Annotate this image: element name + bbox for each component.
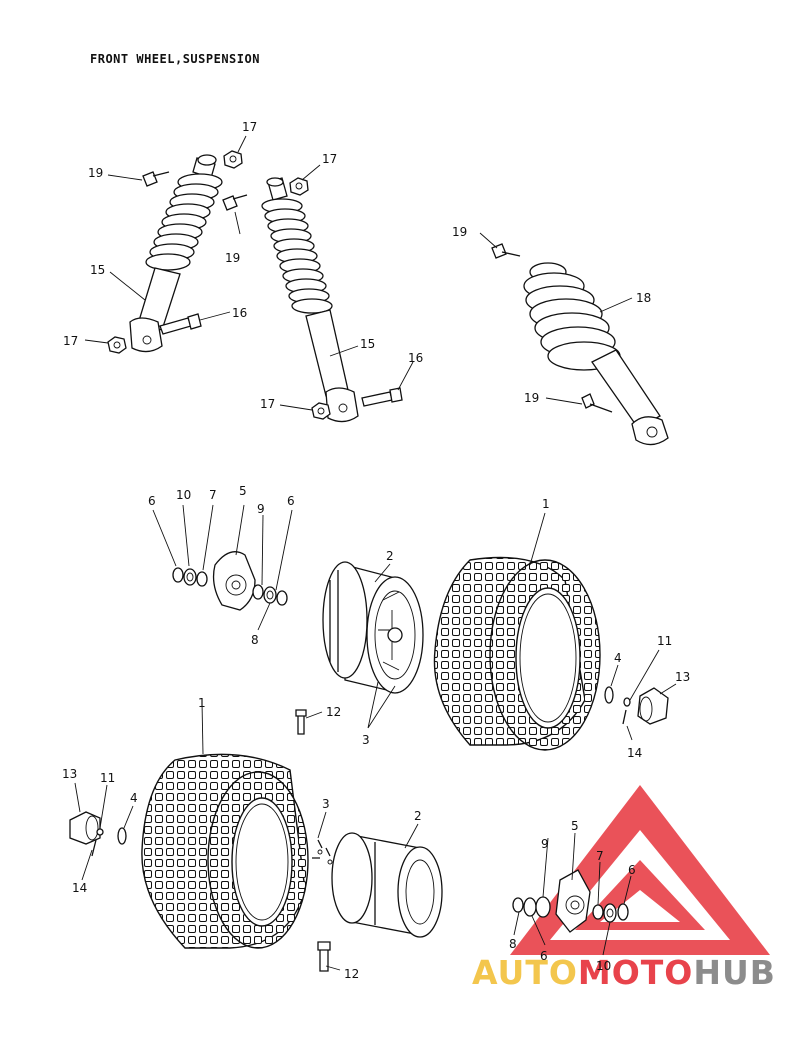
callout-4: 4	[614, 651, 622, 665]
callout-7: 7	[596, 849, 604, 863]
svg-text:AUTOMOTOHUB: AUTOMOTOHUB	[472, 953, 776, 992]
callout-16: 16	[232, 306, 247, 320]
callout-16: 16	[408, 351, 423, 365]
callout-1: 1	[542, 497, 550, 511]
callout-19: 19	[88, 166, 103, 180]
callout-11: 11	[657, 634, 672, 648]
small-bolts	[295, 709, 333, 972]
callout-12: 12	[326, 705, 341, 719]
callout-6: 6	[628, 863, 636, 877]
shock-absorber-right	[523, 262, 669, 446]
callout-3: 3	[362, 733, 370, 747]
leader-lines	[74, 135, 677, 971]
callout-5: 5	[571, 819, 579, 833]
callout-9: 9	[257, 502, 265, 516]
brand-logo: AUTOMOTOHUB	[472, 785, 776, 992]
tire-upper	[433, 556, 601, 751]
callout-15: 15	[360, 337, 375, 351]
callout-19: 19	[225, 251, 240, 265]
callout-6: 6	[287, 494, 295, 508]
callout-6: 6	[540, 949, 548, 963]
callout-19: 19	[524, 391, 539, 405]
callout-17: 17	[322, 152, 337, 166]
rim-upper	[322, 561, 424, 694]
callout-17: 17	[242, 120, 257, 134]
callout-labels: 17 17 19 19 15 16 17 19 18 15 16 17 19 6…	[62, 120, 690, 981]
callout-13: 13	[675, 670, 690, 684]
hub-assembly-lower	[512, 869, 629, 933]
callout-9: 9	[541, 837, 549, 851]
brand-auto: AUTO	[472, 953, 578, 992]
callout-13: 13	[62, 767, 77, 781]
callout-2: 2	[386, 549, 394, 563]
shock-fasteners	[107, 150, 613, 420]
callout-17: 17	[63, 334, 78, 348]
callout-14: 14	[72, 881, 87, 895]
callout-12: 12	[344, 967, 359, 981]
callout-6: 6	[148, 494, 156, 508]
callout-5: 5	[239, 484, 247, 498]
callout-14: 14	[627, 746, 642, 760]
callout-4: 4	[130, 791, 138, 805]
callout-7: 7	[209, 488, 217, 502]
callout-11: 11	[100, 771, 115, 785]
page-title: FRONT WHEEL,SUSPENSION	[90, 52, 260, 66]
callout-10: 10	[176, 488, 191, 502]
brand-hub: HUB	[693, 953, 776, 992]
shock-absorber-left	[129, 154, 223, 353]
callout-18: 18	[636, 291, 651, 305]
hub-parts-left	[69, 811, 127, 857]
callout-2: 2	[414, 809, 422, 823]
callout-3: 3	[322, 797, 330, 811]
callout-17: 17	[260, 397, 275, 411]
callout-1: 1	[198, 696, 206, 710]
callout-10: 10	[596, 959, 611, 973]
hub-assembly-upper	[172, 551, 288, 611]
shock-absorber-middle	[261, 177, 359, 423]
rim-lower	[331, 832, 443, 938]
brand-moto: MOTO	[578, 953, 693, 992]
tire-lower	[141, 753, 309, 949]
callout-8: 8	[251, 633, 259, 647]
callout-15: 15	[90, 263, 105, 277]
callout-8: 8	[509, 937, 517, 951]
hub-parts-right	[604, 686, 669, 725]
callout-19: 19	[452, 225, 467, 239]
